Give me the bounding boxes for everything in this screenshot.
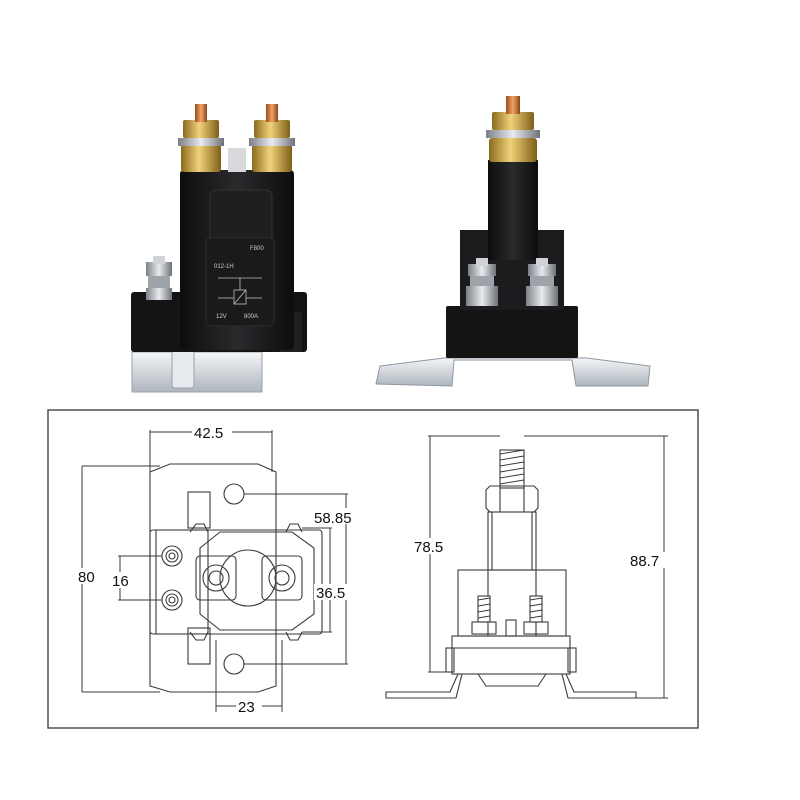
- dim-top-width-label: 42.5: [194, 425, 223, 442]
- relay-voltage-text: 12V: [216, 314, 227, 320]
- dim-mount-span-label: 58.85: [314, 510, 352, 527]
- relay-model-text: 012-1H: [214, 264, 234, 270]
- side-tower: [488, 160, 538, 260]
- photo-side-view: [375, 96, 651, 387]
- front-right-terminal: [249, 104, 295, 172]
- dim-bottom-width-label: 23: [238, 699, 255, 716]
- front-left-terminal: [178, 104, 224, 172]
- relay-current-text: 800A: [244, 314, 258, 320]
- top-view-drawing: [149, 463, 323, 693]
- drawing-frame: [47, 409, 699, 729]
- side-base: [446, 306, 578, 358]
- dim-small-spacing-label: 16: [112, 573, 129, 590]
- thread-hatching: [499, 449, 525, 485]
- dim-large-spacing-label: 36.5: [316, 585, 345, 602]
- dim-total-length-label: 80: [78, 569, 95, 586]
- side-mounting-bracket: [375, 357, 651, 387]
- relay-brand-text: F800: [250, 246, 264, 252]
- photo-front-view: 012-1H F800 12V 800A: [131, 104, 307, 393]
- side-view-drawing: [385, 449, 637, 699]
- side-coil-terminals: [466, 258, 558, 306]
- dimension-labels: 42.5 58.85 80 16 36.5 23 78.5 88.7: [76, 424, 668, 716]
- front-mounting-bracket: [131, 351, 263, 393]
- relay-schematic-symbol: [218, 277, 262, 305]
- dim-body-height-label: 78.5: [414, 539, 443, 556]
- dim-total-height-label: 88.7: [630, 553, 659, 570]
- front-coil-terminals: [146, 256, 172, 300]
